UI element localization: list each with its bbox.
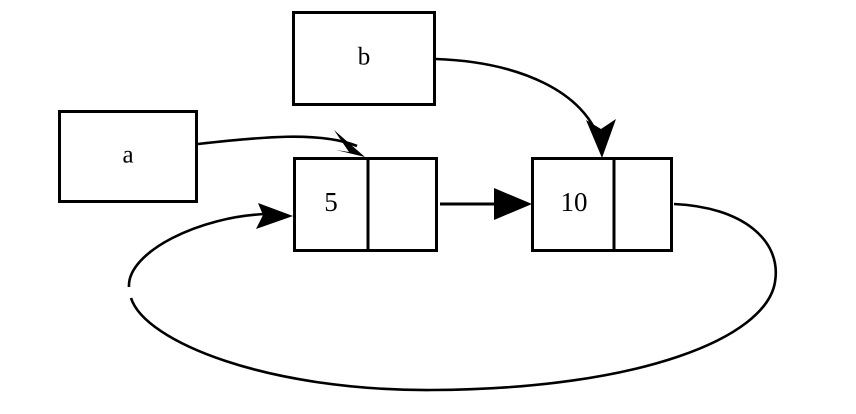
list-node-10-rect[interactable] xyxy=(531,157,673,252)
edge-node10-to-node5-cycle xyxy=(127,202,778,392)
variable-box-b-label: b xyxy=(358,44,371,71)
list-node-5-value: 5 xyxy=(324,187,338,217)
edge-node5-to-node10 xyxy=(440,188,532,220)
variable-box-a-label: a xyxy=(122,142,133,169)
edge-cycle-main-curve xyxy=(129,202,778,392)
list-node-10[interactable]: 10 xyxy=(531,157,673,252)
variable-box-b-rect[interactable] xyxy=(292,11,436,106)
variable-box-a-rect[interactable] xyxy=(58,110,198,203)
edge-a-to-node5-arrowhead xyxy=(334,130,365,157)
edge-cycle-tail-curve xyxy=(127,212,268,288)
list-node-5-rect[interactable] xyxy=(293,157,438,252)
edge-b-to-node10-arrowhead xyxy=(586,119,616,158)
list-node-10-value: 10 xyxy=(561,187,588,217)
list-node-5[interactable]: 5 xyxy=(293,157,438,252)
edge-b-to-node10 xyxy=(435,57,616,158)
variable-box-b[interactable]: b xyxy=(292,11,436,106)
variable-box-a[interactable]: a xyxy=(58,110,198,203)
edge-a-to-node5 xyxy=(197,130,365,157)
edge-a-to-node5-line xyxy=(197,135,358,148)
edge-cycle-arrowhead xyxy=(256,203,293,229)
edge-b-to-node10-line xyxy=(435,57,602,143)
edge-node5-to-node10-arrowhead xyxy=(494,188,532,220)
